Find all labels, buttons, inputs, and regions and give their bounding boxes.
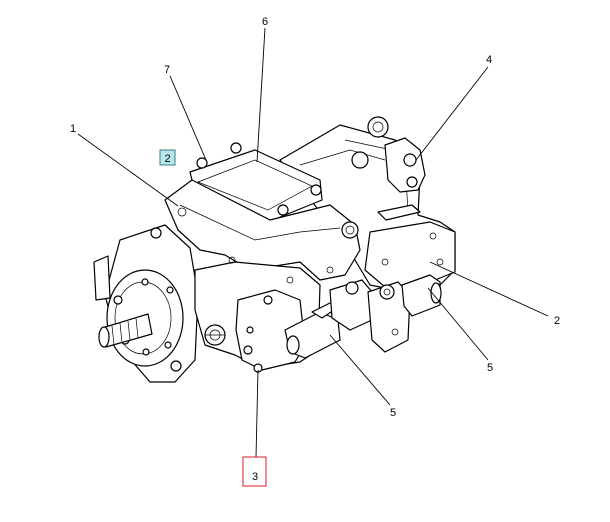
- callout-label: 2: [554, 315, 560, 327]
- reference-marker-2[interactable]: 2: [159, 149, 176, 166]
- callout-4[interactable]: 4: [486, 54, 492, 66]
- callout-7[interactable]: 7: [164, 64, 170, 76]
- callout-2[interactable]: 2: [554, 315, 560, 327]
- callout-1[interactable]: 1: [70, 123, 76, 135]
- reference-box: [159, 149, 176, 166]
- callout-label: 6: [262, 16, 268, 28]
- highlight-box: [242, 456, 267, 487]
- callout-5-upper[interactable]: 5: [487, 362, 493, 374]
- leader-lines: [77, 27, 549, 458]
- callout-label: 5: [390, 407, 396, 419]
- callout-label: 1: [70, 123, 76, 135]
- callout-label: 4: [486, 54, 492, 66]
- reference-label: 2: [164, 153, 170, 165]
- callout-6[interactable]: 6: [262, 16, 268, 28]
- callout-label: 3: [252, 471, 258, 483]
- callout-label: 7: [164, 64, 170, 76]
- callout-3-highlighted[interactable]: 3: [242, 456, 267, 487]
- pump-body-drawing: [93, 116, 456, 383]
- callout-label: 5: [487, 362, 493, 374]
- callout-5-lower[interactable]: 5: [390, 407, 396, 419]
